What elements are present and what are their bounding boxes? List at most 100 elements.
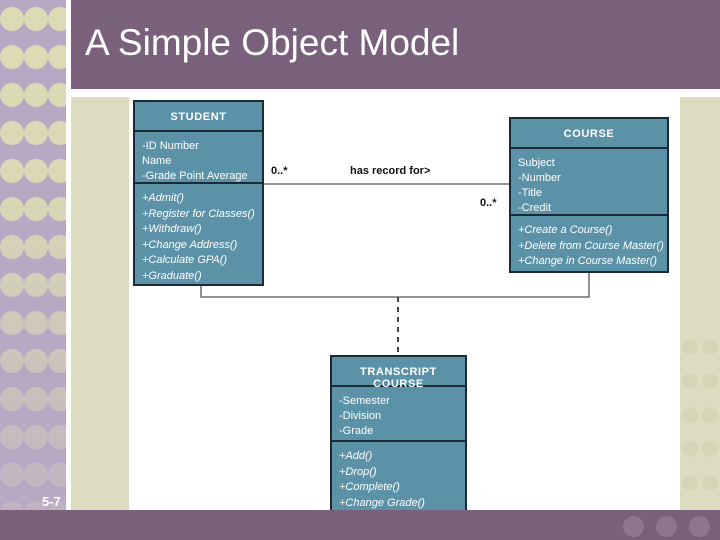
uml-attribute: -Semester (339, 395, 390, 407)
multiplicity-student-end: 0..* (271, 165, 288, 177)
uml-attribute: -ID Number (142, 140, 199, 152)
uml-operation: +Drop() (339, 465, 377, 478)
khaki-panel-right (680, 97, 720, 510)
uml-operation: +Withdraw() (142, 223, 202, 235)
uml-class-name: TRANSCRIPT COURSE (332, 357, 465, 390)
sidebar-dot (0, 311, 24, 335)
sidebar-dot (24, 349, 48, 373)
khaki-dot (702, 339, 718, 355)
uml-class-diagram: STUDENT -ID Number Name -Grade Point Ave… (71, 89, 720, 510)
khaki-dot (682, 441, 698, 457)
sidebar-dot (0, 197, 24, 221)
sidebar-dot (24, 197, 48, 221)
khaki-dot (682, 339, 698, 355)
association-label: has record for> (350, 165, 431, 177)
multiplicity-course-end: 0..* (480, 197, 497, 209)
uml-attribute: -Number (518, 172, 561, 184)
sidebar-dot (48, 311, 66, 335)
uml-operation: +Add() (339, 450, 373, 462)
khaki-dot-grid (680, 330, 720, 510)
khaki-dot (682, 373, 698, 389)
uml-operation: +Complete() (339, 481, 400, 493)
uml-operation: +Change Address() (142, 238, 238, 251)
sidebar-dot (48, 45, 66, 69)
uml-operation: +Graduate() (142, 269, 202, 282)
uml-class-student[interactable]: STUDENT -ID Number Name -Grade Point Ave… (133, 100, 264, 286)
sidebar-dot-grid (0, 0, 66, 510)
sidebar-dot (0, 273, 24, 297)
sidebar-dot (0, 235, 24, 259)
sidebar-dot (24, 45, 48, 69)
sidebar-dot (24, 273, 48, 297)
sidebar-dot (0, 387, 24, 411)
khaki-dot (682, 407, 698, 423)
footer-dot-group (623, 516, 710, 537)
uml-operation-compartment: +Create a Course() +Delete from Course M… (511, 216, 667, 271)
uml-class-name: STUDENT (135, 102, 262, 132)
sidebar-decoration (0, 0, 66, 510)
uml-class-name: COURSE (511, 119, 667, 149)
sidebar-dot (48, 425, 66, 449)
sidebar-dot (24, 425, 48, 449)
uml-attribute: -Division (339, 410, 382, 422)
uml-attribute-compartment: -ID Number Name -Grade Point Average (135, 132, 262, 184)
sidebar-dot (48, 197, 66, 221)
uml-attribute: -Credit (518, 202, 552, 214)
khaki-dot (702, 407, 718, 423)
uml-attribute: -Grade Point Average (142, 170, 248, 182)
sidebar-dot (24, 83, 48, 107)
sidebar-dot (24, 235, 48, 259)
uml-attribute: Name (142, 155, 172, 167)
sidebar-dot (0, 501, 24, 510)
sidebar-dot (48, 349, 66, 373)
khaki-dot (702, 441, 718, 457)
sidebar-dot (0, 463, 24, 487)
sidebar-dot (0, 349, 24, 373)
sidebar-dot (0, 45, 24, 69)
sidebar-dot (0, 159, 24, 183)
sidebar-dot (48, 159, 66, 183)
sidebar-dot (48, 83, 66, 107)
page-number: 5-7 (42, 494, 61, 509)
sidebar-dot (24, 463, 48, 487)
uml-attribute: -Title (518, 187, 543, 199)
uml-operation: +Register for Classes() (142, 207, 255, 220)
uml-attribute-compartment: Subject -Number -Title -Credit (511, 149, 667, 216)
uml-operation: +Change Grade() (339, 496, 425, 509)
sidebar-gutter (66, 0, 71, 510)
footer-dot (656, 516, 677, 537)
sidebar-dot (24, 311, 48, 335)
sidebar-dot (0, 7, 24, 31)
sidebar-dot (24, 121, 48, 145)
uml-operation: +Change in Course Master() (518, 255, 658, 267)
uml-attribute-compartment: -Semester -Division -Grade (332, 387, 465, 442)
sidebar-dot (24, 159, 48, 183)
uml-operation: +Create a Course() (518, 224, 613, 236)
sidebar-dot (0, 121, 24, 145)
sidebar-dot (48, 7, 66, 31)
footer-dot (689, 516, 710, 537)
khaki-dot (682, 475, 698, 491)
page-title: A Simple Object Model (85, 22, 460, 63)
khaki-panel-left (71, 97, 129, 510)
uml-class-transcript-course[interactable]: TRANSCRIPT COURSE -Semester -Division -G… (330, 355, 467, 510)
sidebar-dot (0, 83, 24, 107)
footer-dot (623, 516, 644, 537)
sidebar-dot (24, 387, 48, 411)
uml-operation: +Calculate GPA() (142, 254, 228, 266)
sidebar-dot (48, 235, 66, 259)
title-band: A Simple Object Model (71, 0, 720, 89)
uml-operation: +Delete from Course Master() (518, 239, 664, 252)
sidebar-dot (0, 425, 24, 449)
sidebar-dot (48, 463, 66, 487)
khaki-dot (702, 373, 718, 389)
sidebar-dot (48, 121, 66, 145)
uml-operation-compartment: +Add() +Drop() +Complete() +Change Grade… (332, 442, 465, 510)
uml-attribute: Subject (518, 157, 555, 169)
khaki-dot (702, 475, 718, 491)
slide-content-area: STUDENT -ID Number Name -Grade Point Ave… (71, 89, 720, 510)
uml-operation-compartment: +Admit() +Register for Classes() +Withdr… (135, 184, 262, 284)
uml-class-course[interactable]: COURSE Subject -Number -Title -Credit +C… (509, 117, 669, 273)
sidebar-dot (24, 7, 48, 31)
